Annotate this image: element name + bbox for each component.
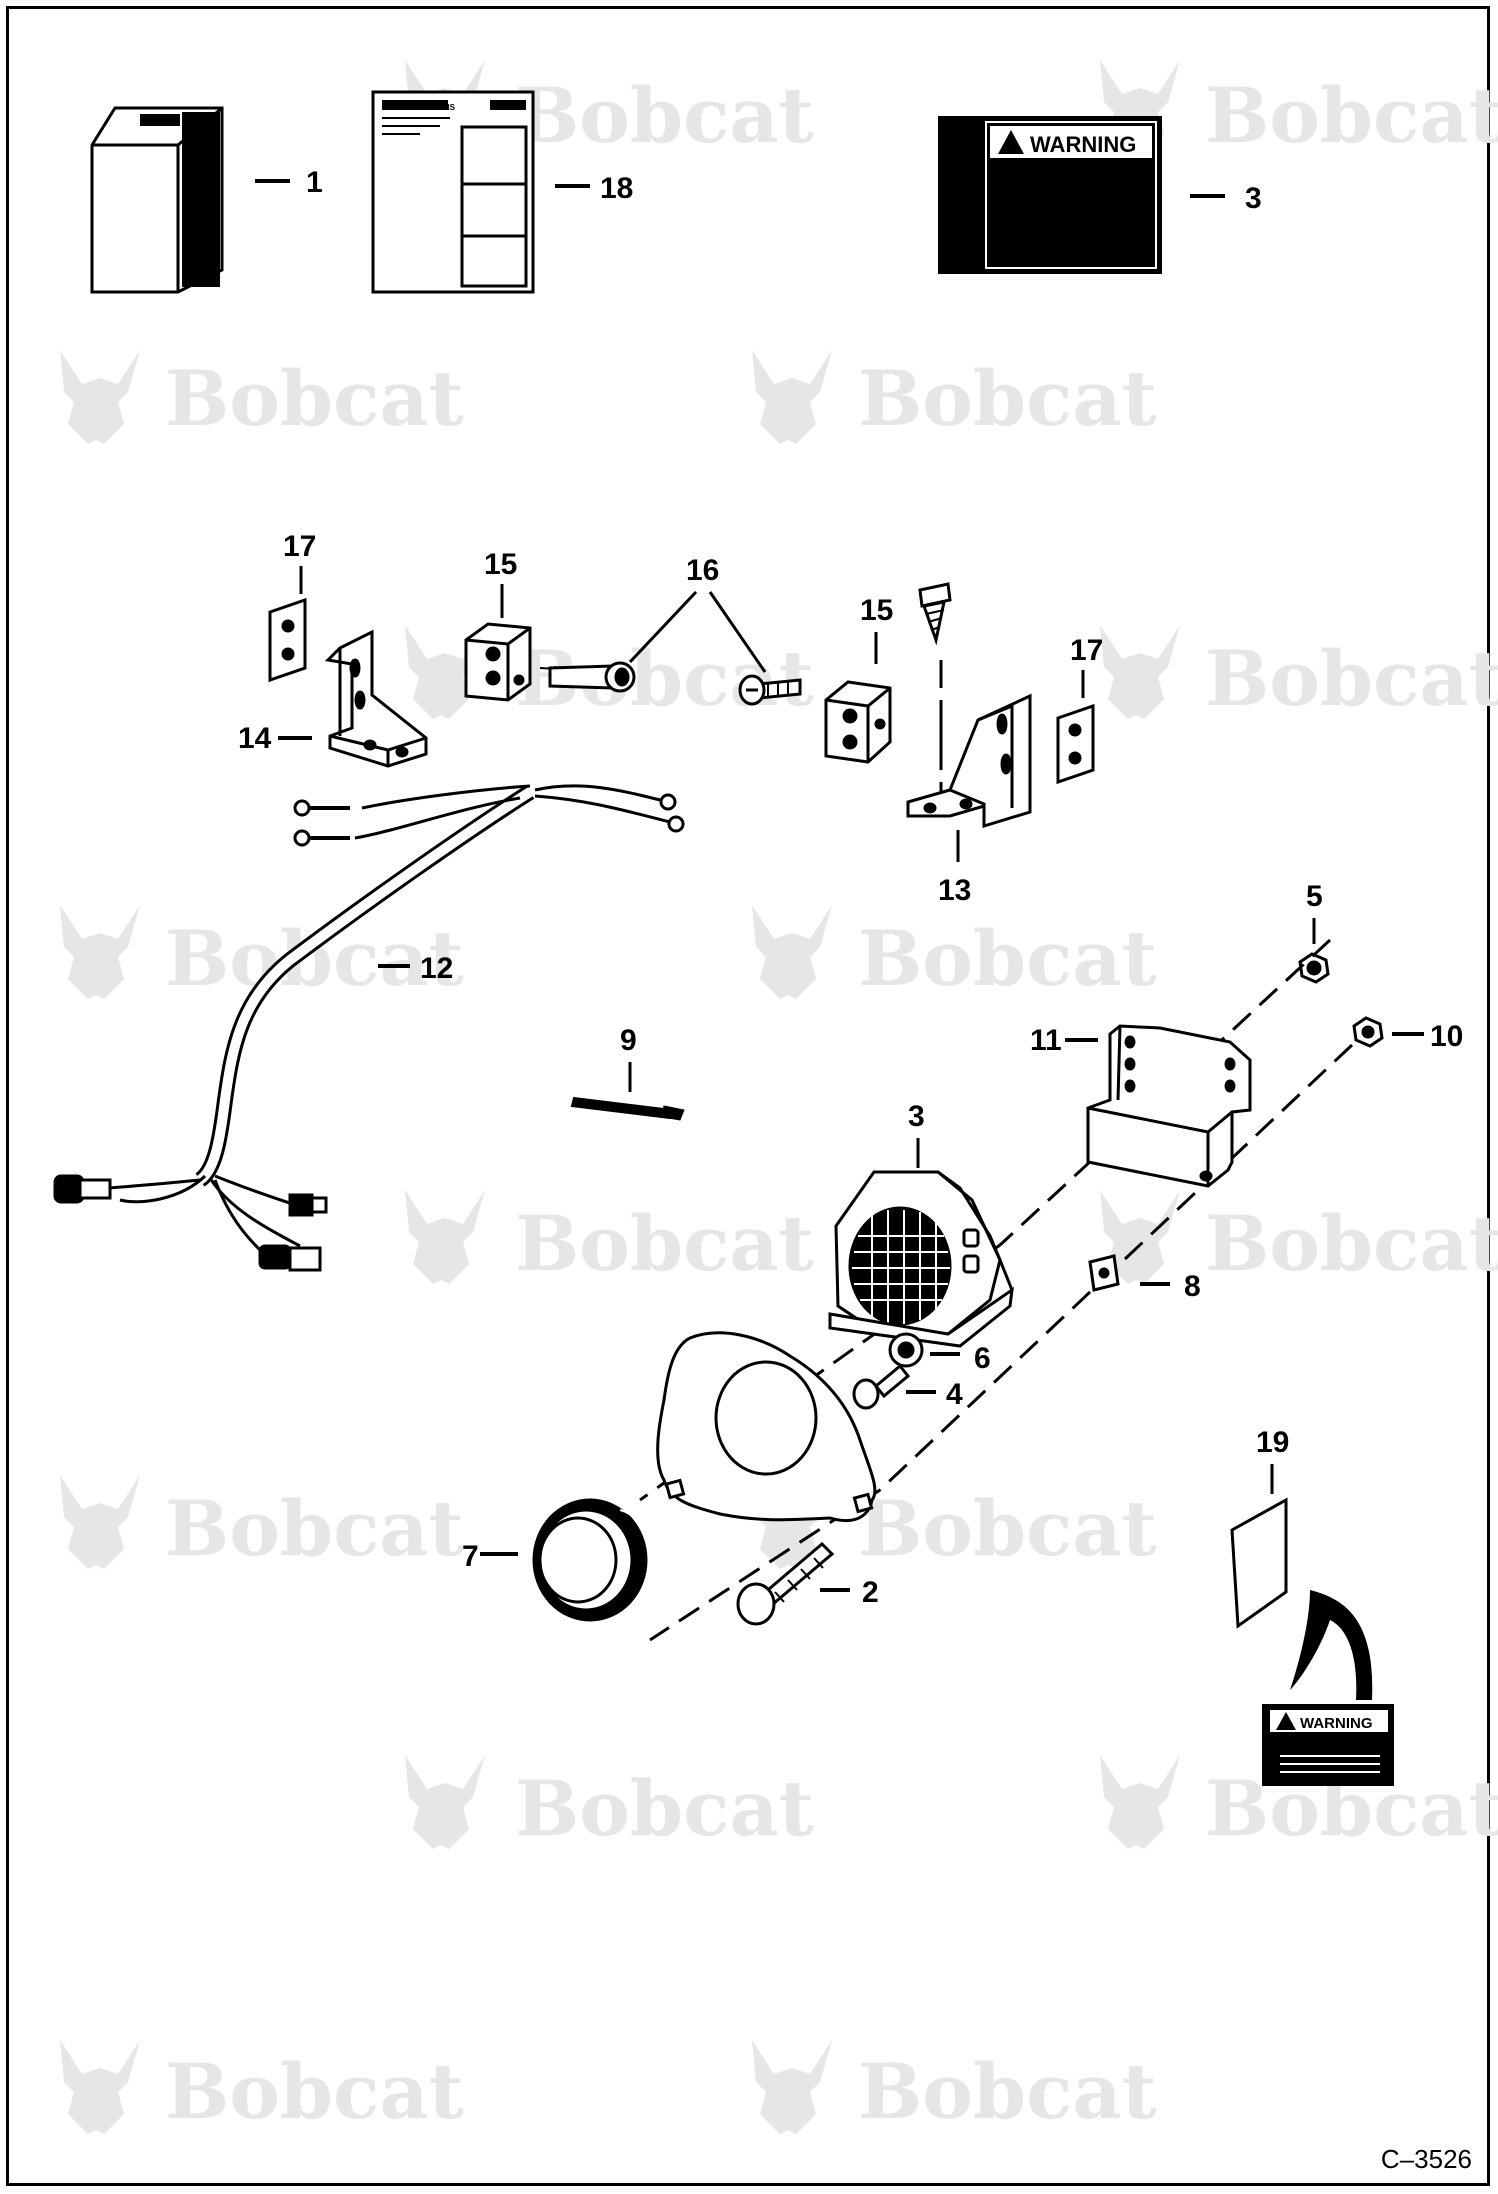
part-14-bracket (324, 629, 428, 768)
callout-15-left: 15 (484, 548, 517, 581)
callout-9: 9 (620, 1024, 637, 1057)
part-1-kit-box (90, 106, 224, 294)
callout-18: 18 (600, 172, 633, 205)
callout-14: 14 (238, 722, 272, 755)
watermark-text: Bobcat (515, 71, 814, 160)
svg-text:!: ! (1008, 138, 1013, 154)
decal-small-title: WARNING (1300, 1715, 1373, 1732)
watermark-text: Bobcat (165, 1484, 464, 1573)
decal-large-line: WITH A BACK-UP ALARM. (1019, 179, 1125, 189)
harness-terminals (53, 793, 685, 1272)
decal-large-line: WHEN BACKING. OPERATOR (1012, 209, 1132, 219)
part-3-warning-decal: ! WARNING THIS VEHICLE IS EQUIPPED WITH … (938, 116, 1162, 274)
decal-large-line: MUST MAKE CERTAIN ALARM (1010, 221, 1134, 231)
part-16-screw-left (539, 661, 636, 693)
instructions-title: INSTRUCTIONS (395, 103, 456, 112)
callout-3-decal: 3 (1245, 182, 1262, 215)
callout-3-alarm: 3 (908, 1100, 925, 1133)
decal-large-line: ALARM MUST SOUND (1008, 192, 1136, 206)
part-19-decal-blank (1230, 1497, 1288, 1629)
watermark-text: Bobcat (858, 2047, 1157, 2136)
part-15-block-right (824, 680, 892, 764)
decal-large-title: WARNING (1030, 132, 1136, 157)
decal-small-line: ALARM MUST SOUND (1281, 1738, 1377, 1748)
part-8-square-nut (1088, 1254, 1120, 1292)
decal-large-line: THIS VEHICLE IS EQUIPPED (1014, 167, 1129, 177)
callout-10: 10 (1430, 1020, 1463, 1053)
callout-2: 2 (862, 1576, 879, 1609)
callout-17-right: 17 (1070, 634, 1103, 667)
decal-large-line: IS WORKING BEFORE (1027, 233, 1118, 243)
part-17-shim-right (1056, 703, 1095, 785)
decal-large-line: OPERATING THIS VEHICLE. (1015, 245, 1128, 255)
part-17-shim-left (268, 597, 307, 683)
watermark-text: Bobcat (1205, 71, 1498, 160)
part-4-bolt (852, 1363, 911, 1410)
part-5-nut (1298, 952, 1330, 984)
decal-small-warning: WARNING ALARM MUST SOUND (1262, 1704, 1394, 1786)
part-9-cable-tie (570, 1096, 685, 1121)
part-2-carriage-bolt (736, 1541, 835, 1626)
placement-arrow (1290, 1590, 1373, 1700)
callout-11: 11 (1030, 1024, 1062, 1057)
watermark-text: Bobcat (515, 1764, 814, 1853)
part-11-mount-bracket (1086, 1024, 1252, 1188)
decal-side-text: FULL VIEW OF OPERATOR (967, 169, 976, 272)
watermark-text: Bobcat (165, 2047, 464, 2136)
decal-side-text: ATTACH TO DASHBOARD IN (955, 162, 964, 272)
part-15-block-left (464, 622, 532, 702)
callout-19: 19 (1256, 1426, 1289, 1459)
part-18-instruction-sheet (371, 90, 535, 294)
watermark-text: Bobcat (858, 1484, 1157, 1573)
watermarks: Bobcat Bobcat Bobcat Bobcat Bobcat Bobca… (60, 60, 1498, 2136)
callout-1: 1 (306, 166, 323, 199)
part-3-backup-alarm (828, 1170, 1014, 1348)
callout-16: 16 (686, 554, 719, 587)
watermark-text: Bobcat (165, 354, 464, 443)
gasket-plate (656, 1331, 877, 1523)
watermark-text: Bobcat (1205, 634, 1498, 723)
part-13-screw (918, 582, 952, 646)
callout-13: 13 (938, 874, 971, 907)
watermark-text: Bobcat (165, 914, 464, 1003)
part-13-bracket (906, 693, 1032, 829)
watermark-text: Bobcat (858, 914, 1157, 1003)
part-6-lock-washer (888, 1332, 924, 1368)
callout-8: 8 (1184, 1270, 1201, 1303)
part-10-nut (1352, 1016, 1384, 1048)
callout-4: 4 (946, 1378, 963, 1411)
drawing-frame (6, 6, 1490, 2186)
callout-5: 5 (1306, 880, 1323, 913)
part-7-grommet (532, 1498, 652, 1622)
callout-17-left: 17 (283, 530, 316, 563)
callout-15-right: 15 (860, 594, 893, 627)
callout-12: 12 (420, 952, 453, 985)
watermark-text: Bobcat (1205, 1199, 1498, 1288)
part-16-screw-right (738, 674, 802, 706)
callout-7: 7 (462, 1540, 479, 1573)
watermark-text: Bobcat (858, 354, 1157, 443)
callout-6: 6 (974, 1342, 991, 1375)
drawing-reference-number: C–3526 (1381, 2144, 1472, 2174)
part-12-wiring-harness (79, 784, 671, 1252)
watermark-text: Bobcat (515, 1199, 814, 1288)
